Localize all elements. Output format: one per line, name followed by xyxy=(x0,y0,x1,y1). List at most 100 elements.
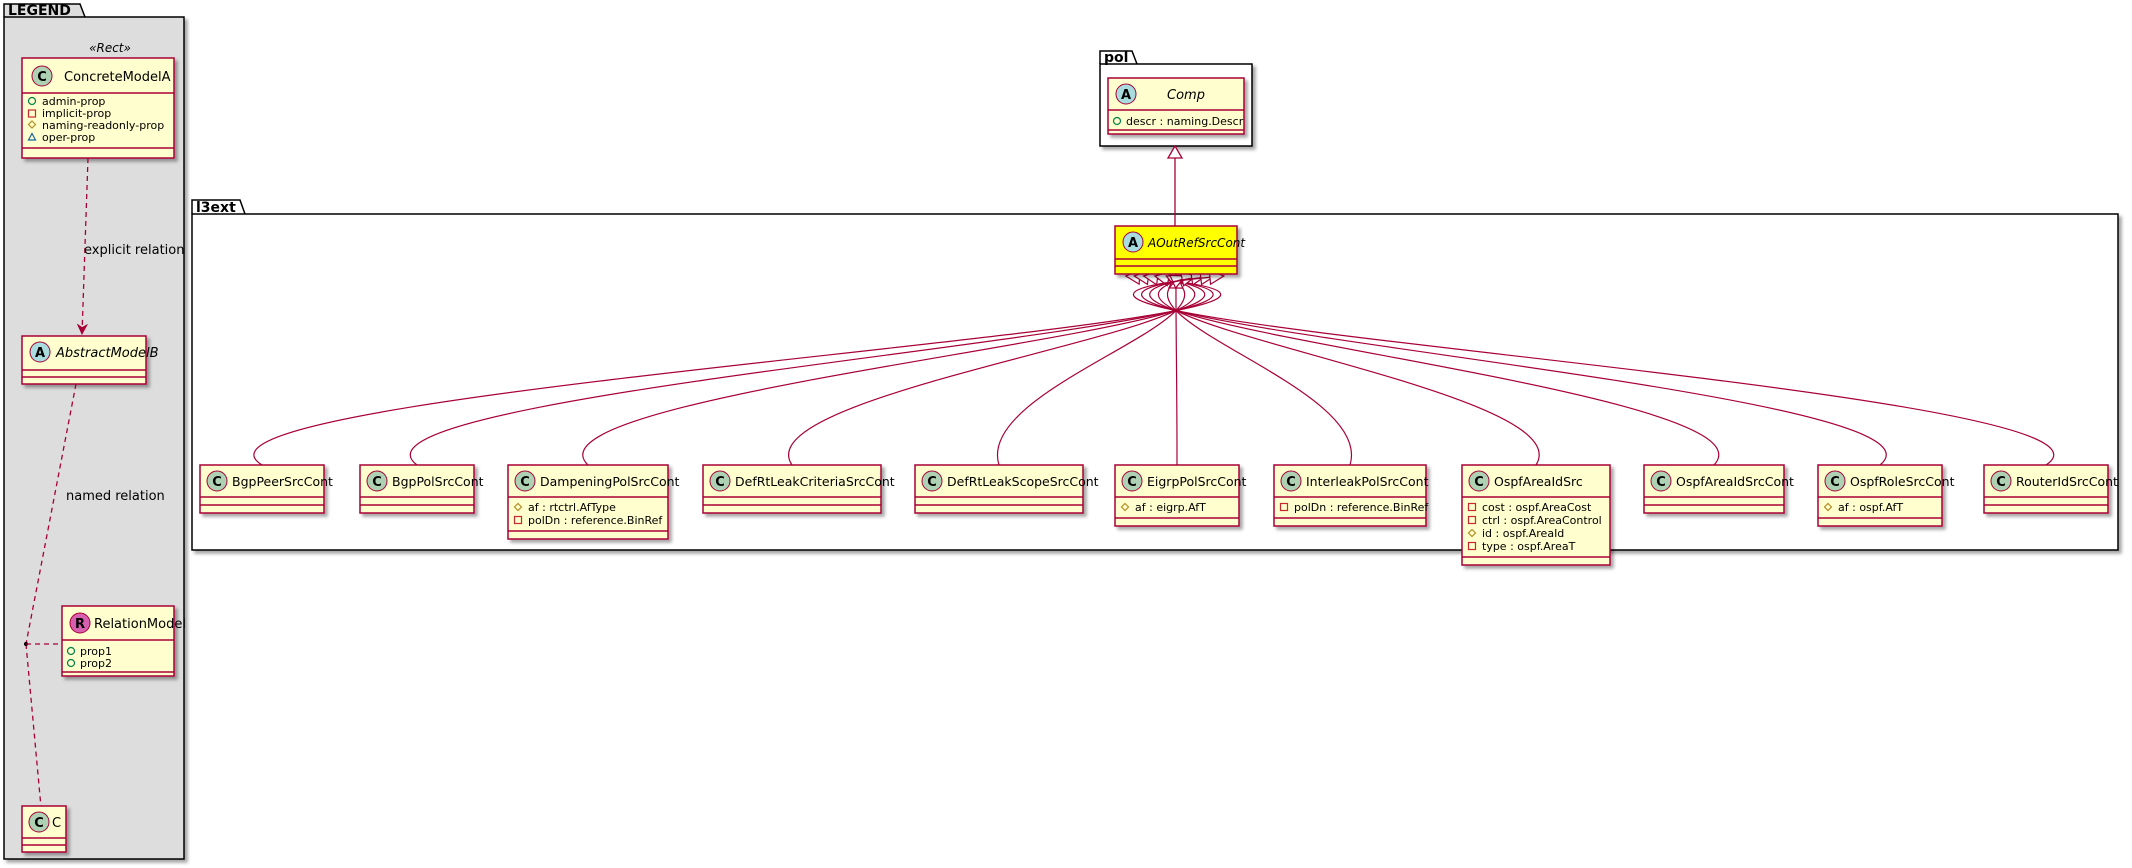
comp-attr: descr : naming.Descr xyxy=(1126,115,1244,128)
private-icon xyxy=(1467,515,1477,525)
child-class-name: OspfAreaIdSrc xyxy=(1494,474,1583,489)
child-class-attr: id : ospf.AreaId xyxy=(1482,527,1564,540)
class-r-icon xyxy=(69,612,91,634)
class-c-icon xyxy=(1280,470,1302,492)
inheritance-link xyxy=(1141,275,1887,466)
inheritance-link xyxy=(409,275,1214,466)
class-c-icon xyxy=(709,470,731,492)
inheritance-link xyxy=(582,275,1206,466)
child-class-attr: af : rtctrl.AfType xyxy=(528,501,616,514)
public-icon xyxy=(66,646,76,656)
child-class[interactable]: C OspfAreaIdSrcCont xyxy=(1643,464,1794,514)
legend-abstract-name: AbstractModelB xyxy=(55,346,159,361)
class-c-glyph: C xyxy=(34,816,44,831)
child-class-name: BgpPeerSrcCont xyxy=(232,474,333,489)
inheritance-link xyxy=(1133,275,2055,466)
class-c-icon xyxy=(921,470,943,492)
public-icon xyxy=(27,96,37,106)
class-c-glyph: C xyxy=(927,475,937,490)
named-relation-line xyxy=(25,383,77,645)
private-icon xyxy=(513,515,523,525)
root-class[interactable]: A AOutRefSrcCont xyxy=(1114,225,1246,275)
legend-prop: oper-prop xyxy=(42,131,95,144)
class-r-glyph: R xyxy=(75,617,85,632)
child-class[interactable]: C BgpPeerSrcCont xyxy=(199,464,333,514)
inheritance-link xyxy=(253,275,1221,466)
class-a-icon xyxy=(1122,231,1144,253)
class-c-glyph: C xyxy=(372,475,382,490)
child-class-attr: type : ospf.AreaT xyxy=(1482,540,1576,553)
legend-c-name: C xyxy=(52,816,61,831)
class-c-icon xyxy=(1121,470,1143,492)
class-c-glyph: C xyxy=(1127,475,1137,490)
explicit-relation-arrow xyxy=(82,157,89,334)
child-class-name: DefRtLeakScopeSrcCont xyxy=(947,474,1099,489)
comp-name: Comp xyxy=(1167,88,1205,103)
child-class-name: DefRtLeakCriteriaSrcCont xyxy=(735,474,895,489)
legend-relation-prop: prop1 xyxy=(80,645,112,658)
private-icon xyxy=(27,109,37,118)
legend-prop: naming-readonly-prop xyxy=(42,119,164,132)
class-c-icon xyxy=(1824,470,1846,492)
named-relation-arrow xyxy=(25,643,42,818)
legend-relation-name: RelationModel xyxy=(94,617,186,632)
child-class[interactable]: C DefRtLeakCriteriaSrcCont xyxy=(702,464,895,514)
protected-icon xyxy=(1120,502,1130,512)
comp-class[interactable]: A Comp descr : naming.Descr xyxy=(1107,77,1245,135)
root-class-name: AOutRefSrcCont xyxy=(1147,236,1246,250)
class-c-icon xyxy=(31,65,53,87)
package-icon xyxy=(27,132,37,141)
named-relation-label: named relation xyxy=(66,489,165,504)
private-icon xyxy=(1279,502,1289,512)
class-c-glyph: C xyxy=(520,475,530,490)
class-c-glyph: C xyxy=(715,475,725,490)
inheritance-link xyxy=(1166,275,1353,466)
inheritance-link xyxy=(1175,273,1178,466)
class-c-glyph: C xyxy=(1656,475,1666,490)
pol-title: pol xyxy=(1104,50,1128,66)
private-icon xyxy=(1467,502,1477,512)
explicit-relation-label: explicit relation xyxy=(84,243,184,258)
legend-prop: implicit-prop xyxy=(42,107,111,120)
class-c-glyph: C xyxy=(1474,475,1484,490)
child-class-attr: af : ospf.AfT xyxy=(1838,501,1903,514)
class-c-glyph: C xyxy=(1996,475,2006,490)
class-c-icon xyxy=(514,470,536,492)
class-a-glyph: A xyxy=(1128,236,1138,251)
inheritance-arrowhead xyxy=(1166,144,1184,159)
child-class-name: DampeningPolSrcCont xyxy=(540,474,680,489)
legend-relation-class[interactable]: R RelationModel prop1 prop2 xyxy=(61,605,186,677)
legend-c-class[interactable]: C C xyxy=(21,805,67,853)
child-class-name: BgpPolSrcCont xyxy=(392,474,484,489)
protected-icon xyxy=(27,120,37,129)
class-c-icon xyxy=(206,470,228,492)
child-class[interactable]: C DefRtLeakScopeSrcCont xyxy=(914,464,1099,514)
class-c-icon xyxy=(28,811,50,833)
child-class-name: EigrpPolSrcCont xyxy=(1147,474,1247,489)
inheritance-link xyxy=(1157,275,1540,466)
child-class[interactable]: C BgpPolSrcCont xyxy=(359,464,484,514)
class-c-glyph: C xyxy=(1830,475,1840,490)
class-c-icon xyxy=(366,470,388,492)
child-class-name: OspfAreaIdSrcCont xyxy=(1676,474,1794,489)
class-c-glyph: C xyxy=(212,475,222,490)
legend-abstract-class[interactable]: A AbstractModelB xyxy=(21,335,159,385)
class-c-icon xyxy=(1650,470,1672,492)
class-c-icon xyxy=(1990,470,2012,492)
class-c-glyph: C xyxy=(37,70,47,85)
l3ext-title: l3ext xyxy=(196,200,236,216)
class-a-glyph: A xyxy=(35,346,45,361)
class-c-icon xyxy=(1468,470,1490,492)
protected-icon xyxy=(1467,528,1477,538)
protected-icon xyxy=(513,502,523,512)
class-a-icon xyxy=(29,341,51,363)
legend-concrete-class[interactable]: C ConcreteModelA admin-prop implicit-pro… xyxy=(21,57,175,159)
child-class-attr: cost : ospf.AreaCost xyxy=(1482,501,1592,514)
